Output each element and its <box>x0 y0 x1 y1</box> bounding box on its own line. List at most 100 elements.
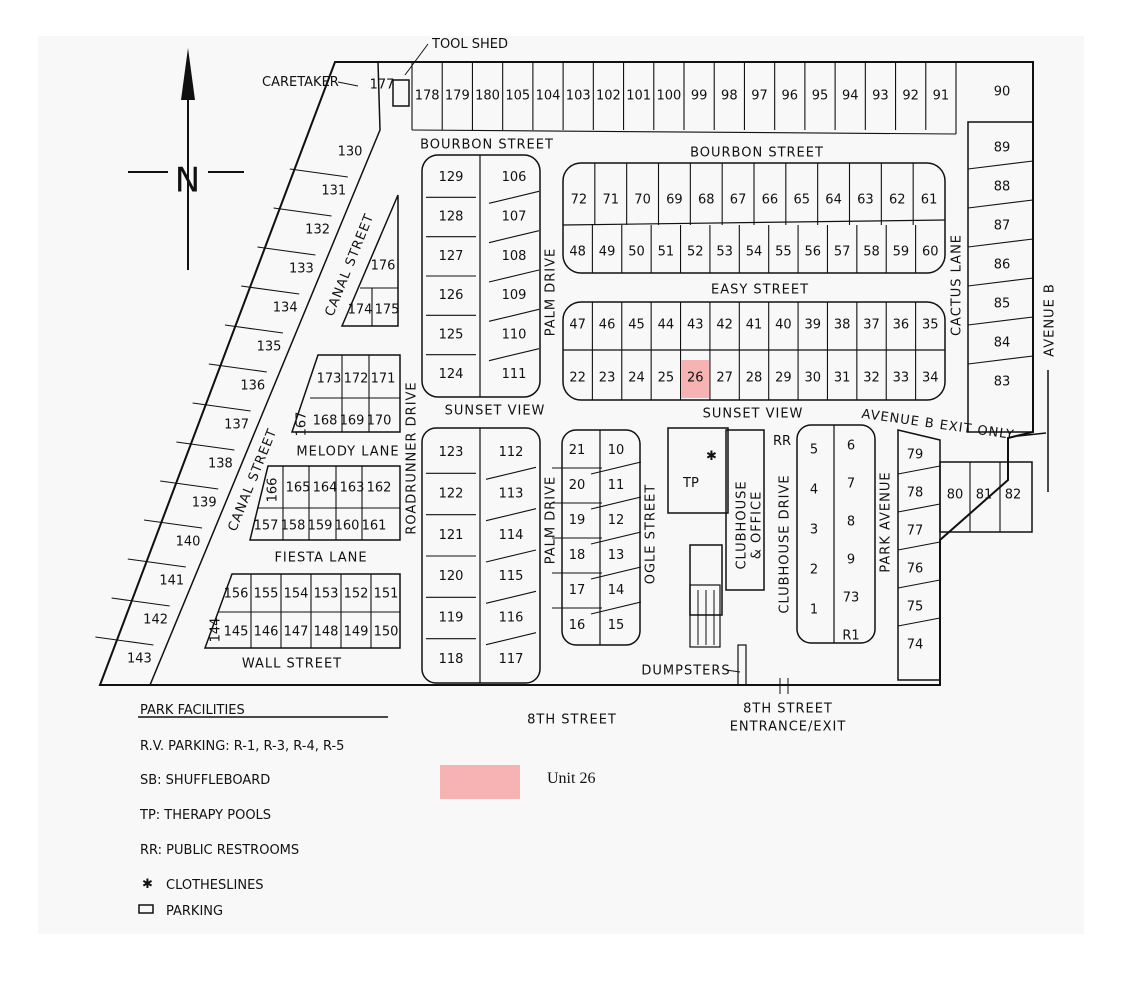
lot-113[interactable]: 113 <box>499 487 524 502</box>
lot-17[interactable]: 17 <box>569 583 586 598</box>
lot-100[interactable]: 100 <box>656 89 681 104</box>
lot-157[interactable]: 157 <box>254 519 279 534</box>
lot-9[interactable]: 9 <box>847 553 855 568</box>
lot-52[interactable]: 52 <box>687 245 704 260</box>
lot-129[interactable]: 129 <box>439 170 464 185</box>
lot-172[interactable]: 172 <box>344 372 369 387</box>
lot-11[interactable]: 11 <box>608 478 625 493</box>
lot-15[interactable]: 15 <box>608 618 625 633</box>
lot-160[interactable]: 160 <box>335 519 360 534</box>
lot-91[interactable]: 91 <box>933 89 950 104</box>
lot-R1[interactable]: R1 <box>842 629 859 644</box>
lot-156[interactable]: 156 <box>224 587 249 602</box>
lot-64[interactable]: 64 <box>825 193 842 208</box>
lot-144[interactable]: 144 <box>209 618 224 643</box>
lot-29[interactable]: 29 <box>775 371 792 386</box>
lot-134[interactable]: 134 <box>273 301 298 316</box>
lot-82[interactable]: 82 <box>1005 488 1022 503</box>
lot-88[interactable]: 88 <box>994 180 1011 195</box>
lot-170[interactable]: 170 <box>367 414 392 429</box>
lot-43[interactable]: 43 <box>687 318 704 333</box>
lot-106[interactable]: 106 <box>502 170 527 185</box>
lot-36[interactable]: 36 <box>893 318 910 333</box>
lot-143[interactable]: 143 <box>127 652 152 667</box>
lot-38[interactable]: 38 <box>834 318 851 333</box>
lot-34[interactable]: 34 <box>922 371 939 386</box>
lot-12[interactable]: 12 <box>608 513 625 528</box>
lot-167[interactable]: 167 <box>295 412 310 437</box>
lot-61[interactable]: 61 <box>921 193 938 208</box>
lot-44[interactable]: 44 <box>658 318 675 333</box>
lot-70[interactable]: 70 <box>634 193 651 208</box>
lot-162[interactable]: 162 <box>367 481 392 496</box>
lot-130[interactable]: 130 <box>338 145 363 160</box>
lot-83[interactable]: 83 <box>994 375 1011 390</box>
lot-94[interactable]: 94 <box>842 89 859 104</box>
lot-13[interactable]: 13 <box>608 548 625 563</box>
lot-159[interactable]: 159 <box>308 519 333 534</box>
lot-78[interactable]: 78 <box>907 486 924 501</box>
lot-24[interactable]: 24 <box>628 371 645 386</box>
lot-135[interactable]: 135 <box>257 340 282 355</box>
lot-112[interactable]: 112 <box>499 445 524 460</box>
lot-148[interactable]: 148 <box>314 625 339 640</box>
lot-158[interactable]: 158 <box>281 519 306 534</box>
lot-54[interactable]: 54 <box>746 245 763 260</box>
lot-62[interactable]: 62 <box>889 193 906 208</box>
lot-40[interactable]: 40 <box>775 318 792 333</box>
lot-47[interactable]: 47 <box>569 318 586 333</box>
lot-87[interactable]: 87 <box>994 219 1011 234</box>
lot-81[interactable]: 81 <box>976 488 993 503</box>
lot-57[interactable]: 57 <box>834 245 851 260</box>
lot-151[interactable]: 151 <box>374 587 399 602</box>
lot-8[interactable]: 8 <box>847 515 855 530</box>
lot-49[interactable]: 49 <box>599 245 616 260</box>
lot-102[interactable]: 102 <box>596 89 621 104</box>
lot-50[interactable]: 50 <box>628 245 645 260</box>
lot-125[interactable]: 125 <box>439 328 464 343</box>
lot-126[interactable]: 126 <box>439 288 464 303</box>
lot-3[interactable]: 3 <box>810 523 818 538</box>
lot-22[interactable]: 22 <box>569 371 586 386</box>
lot-104[interactable]: 104 <box>536 89 561 104</box>
lot-31[interactable]: 31 <box>834 371 851 386</box>
lot-10[interactable]: 10 <box>608 443 625 458</box>
lot-115[interactable]: 115 <box>499 569 524 584</box>
lot-48[interactable]: 48 <box>569 245 586 260</box>
lot-80[interactable]: 80 <box>947 488 964 503</box>
lot-110[interactable]: 110 <box>502 328 527 343</box>
lot-138[interactable]: 138 <box>208 457 233 472</box>
lot-30[interactable]: 30 <box>804 371 821 386</box>
lot-117[interactable]: 117 <box>499 652 524 667</box>
lot-150[interactable]: 150 <box>374 625 399 640</box>
lot-1[interactable]: 1 <box>810 603 818 618</box>
lot-114[interactable]: 114 <box>499 528 524 543</box>
lot-7[interactable]: 7 <box>847 477 855 492</box>
lot-46[interactable]: 46 <box>599 318 616 333</box>
lot-5[interactable]: 5 <box>810 443 818 458</box>
lot-25[interactable]: 25 <box>658 371 675 386</box>
lot-101[interactable]: 101 <box>626 89 651 104</box>
lot-169[interactable]: 169 <box>340 414 365 429</box>
lot-27[interactable]: 27 <box>716 371 733 386</box>
lot-72[interactable]: 72 <box>571 193 588 208</box>
lot-28[interactable]: 28 <box>746 371 763 386</box>
lot-119[interactable]: 119 <box>439 611 464 626</box>
lot-146[interactable]: 146 <box>254 625 279 640</box>
lot-75[interactable]: 75 <box>907 600 924 615</box>
lot-109[interactable]: 109 <box>502 288 527 303</box>
lot-174[interactable]: 174 <box>348 303 373 318</box>
lot-99[interactable]: 99 <box>691 89 708 104</box>
lot-173[interactable]: 173 <box>317 372 342 387</box>
lot-136[interactable]: 136 <box>240 379 265 394</box>
lot-155[interactable]: 155 <box>254 587 279 602</box>
lot-98[interactable]: 98 <box>721 89 738 104</box>
lot-142[interactable]: 142 <box>143 613 168 628</box>
lot-96[interactable]: 96 <box>782 89 799 104</box>
lot-55[interactable]: 55 <box>775 245 792 260</box>
lot-141[interactable]: 141 <box>159 574 184 589</box>
lot-147[interactable]: 147 <box>284 625 309 640</box>
lot-180[interactable]: 180 <box>475 89 500 104</box>
lot-42[interactable]: 42 <box>716 318 733 333</box>
lot-32[interactable]: 32 <box>863 371 880 386</box>
